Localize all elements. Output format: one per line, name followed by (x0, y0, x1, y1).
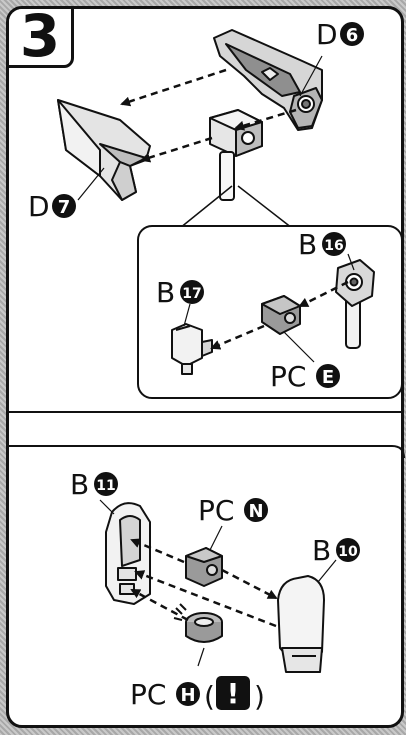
label-d7-letter: D (28, 190, 50, 223)
step-number: 3 (19, 6, 61, 70)
label-paren-close: ) (254, 680, 265, 713)
label-b10-letter: B (312, 534, 331, 567)
label-d7-badge (52, 194, 76, 218)
part-pcn (185, 547, 223, 587)
part-b16 (335, 259, 375, 349)
joint-cube (209, 109, 263, 201)
label-b10-number: 10 (338, 544, 358, 560)
label-pcn-badge (244, 498, 268, 522)
separator-bottom (8, 445, 405, 459)
arrow-pcn-to-b11 (130, 538, 185, 564)
label-b17-number: 17 (182, 286, 201, 302)
warning-icon (216, 676, 250, 710)
step-number-box: 3 (9, 6, 74, 70)
label-pcn-number: N (248, 501, 263, 522)
label-b16-number: 16 (324, 238, 343, 254)
leader-b11 (99, 499, 115, 515)
label-b16-letter: B (298, 228, 317, 261)
warning-mark: ! (227, 677, 240, 710)
callout-line-left (179, 185, 233, 229)
arrow-cube-to-d6 (234, 108, 297, 131)
arrow-b16-to-pce (298, 280, 349, 308)
arrow-pcn-to-b10 (221, 568, 278, 600)
label-d6-letter: D (316, 18, 338, 51)
leader-b17 (183, 303, 191, 327)
arrow-cube-to-d7 (140, 136, 213, 163)
label-b16-badge (322, 232, 346, 256)
label-pch-number: H (180, 685, 195, 706)
label-pce-badge (316, 364, 340, 388)
leader-d6 (299, 55, 323, 97)
part-b17 (171, 323, 213, 375)
arrow-pce-to-b17 (210, 324, 265, 350)
part-d7 (57, 99, 151, 201)
leader-b16 (347, 253, 355, 271)
part-b11 (105, 502, 151, 605)
label-pch-badge (176, 682, 200, 706)
label-b11-badge (94, 472, 118, 496)
label-pcn-letter: PC (198, 494, 234, 527)
leader-b10 (317, 559, 337, 583)
label-pce-number: E (322, 367, 334, 388)
label-b11-letter: B (70, 468, 89, 501)
label-d7-number: 7 (58, 197, 71, 218)
label-b17-letter: B (156, 276, 175, 309)
leader-pcn (209, 525, 223, 551)
callout-line-right (237, 185, 293, 229)
part-pch (173, 603, 223, 643)
label-b17-badge (180, 280, 204, 304)
label-b11-number: 11 (96, 478, 115, 494)
leader-pch (197, 647, 205, 667)
label-paren-open: ( (204, 680, 215, 713)
leader-pce (283, 331, 315, 363)
arrow-d6-to-d7 (120, 68, 227, 107)
part-b10 (277, 575, 325, 673)
label-d6-badge (340, 22, 364, 46)
arrow-b10-to-b11 (134, 570, 277, 628)
label-pce-letter: PC (270, 360, 306, 393)
label-pch-letter: PC (130, 678, 166, 711)
part-pce (261, 295, 301, 335)
leader-d7 (77, 167, 105, 201)
part-d6 (213, 29, 323, 131)
arrow-pch-to-b11 (130, 588, 189, 622)
label-b10-badge (336, 538, 360, 562)
label-d6-number: 6 (346, 25, 359, 46)
